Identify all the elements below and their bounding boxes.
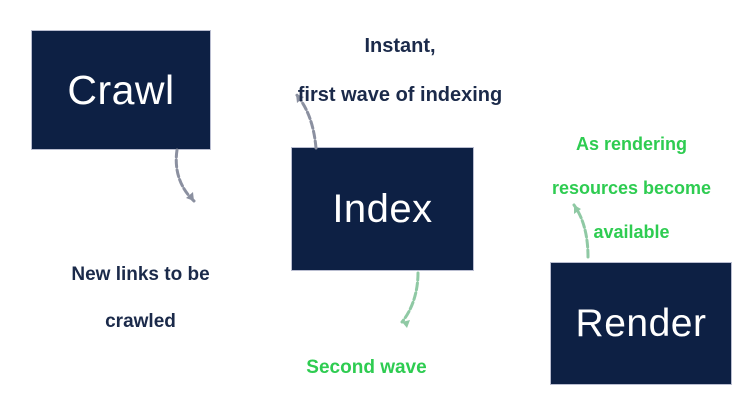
annotation-new-links: New links to be crawled	[28, 240, 253, 356]
node-index[interactable]: Index	[291, 147, 474, 271]
connector-index-to-second-wave	[400, 271, 420, 328]
annotation-as-rendering-line-1: As rendering	[575, 133, 688, 154]
annotation-as-rendering-line-3: available	[593, 221, 670, 242]
node-crawl-label: Crawl	[67, 66, 175, 113]
connector-crawl-to-new-links	[174, 148, 196, 203]
annotation-as-rendering: As rendering resources become available	[523, 112, 740, 266]
annotation-new-links-line-1: New links to be	[71, 264, 210, 286]
node-render[interactable]: Render	[550, 262, 732, 385]
node-crawl[interactable]: Crawl	[31, 30, 211, 150]
node-render-label: Render	[575, 302, 707, 345]
annotation-instant-line-2: first wave of indexing	[297, 84, 503, 107]
node-index-label: Index	[332, 187, 433, 231]
annotation-second-wave-line-1: Second wave	[306, 357, 427, 379]
annotation-second-wave: Second wave of rendering	[253, 333, 480, 401]
annotation-instant-line-1: Instant,	[364, 35, 436, 58]
annotation-as-rendering-line-2: resources become	[551, 177, 712, 198]
annotation-instant: Instant, first wave of indexing	[255, 10, 545, 132]
annotation-new-links-line-2: crawled	[105, 310, 176, 332]
